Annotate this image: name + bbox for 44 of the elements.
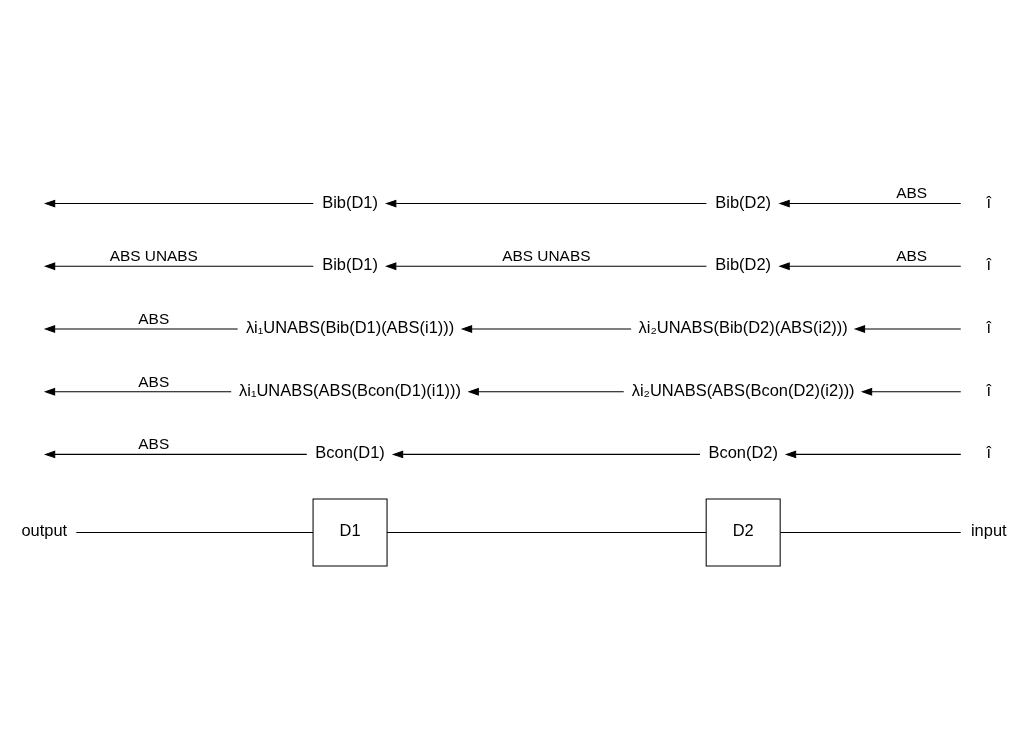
node-text: output <box>21 520 68 539</box>
edge-label: ABS UNABS <box>502 246 591 264</box>
arrow <box>385 261 707 270</box>
connector <box>386 531 707 533</box>
arrow <box>43 449 308 458</box>
node-text: Bib(D2) <box>715 254 772 273</box>
arrow <box>467 387 625 396</box>
node-text: λi₂UNABS(Bib(D2)(ABS(i2))) <box>638 317 848 336</box>
edge-label: ABS <box>896 246 928 264</box>
arrow <box>460 324 632 333</box>
node-text: î <box>986 317 992 336</box>
connector <box>779 531 962 533</box>
node-text: Bib(D1) <box>322 254 378 273</box>
node-text: input <box>970 520 1007 539</box>
arrow <box>853 324 962 333</box>
node-text: î <box>986 254 992 273</box>
arrow <box>43 387 232 396</box>
node-text: λi₁UNABS(Bib(D1)(ABS(i1))) <box>245 317 455 336</box>
arrow <box>391 449 701 458</box>
node-text: Bib(D2) <box>715 192 772 211</box>
arrow <box>778 199 962 208</box>
arrow <box>385 199 707 208</box>
arrow <box>778 261 962 270</box>
node-text: Bib(D1) <box>322 192 378 211</box>
edge-label: ABS <box>896 183 928 201</box>
arrow <box>43 324 239 333</box>
arrow <box>860 387 962 396</box>
node-box: D1 <box>312 498 388 566</box>
arrow <box>784 449 962 458</box>
node-text: î <box>986 192 992 211</box>
edge-label: ABS <box>138 434 170 452</box>
arrow <box>43 199 314 208</box>
node-text: î <box>986 442 992 461</box>
node-box: D2 <box>705 498 781 566</box>
edge-label: ABS <box>138 372 170 390</box>
node-text: λi₂UNABS(ABS(Bcon(D2)(i2))) <box>631 380 855 399</box>
node-text: λi₁UNABS(ABS(Bcon(D1)(i1))) <box>239 380 462 399</box>
arrow <box>43 261 314 270</box>
connector <box>75 531 314 533</box>
edge-label: ABS <box>138 309 170 327</box>
node-text: Bcon(D1) <box>315 442 385 461</box>
edge-label: ABS UNABS <box>109 246 198 264</box>
node-text: Bcon(D2) <box>708 442 778 461</box>
node-text: î <box>986 380 992 399</box>
